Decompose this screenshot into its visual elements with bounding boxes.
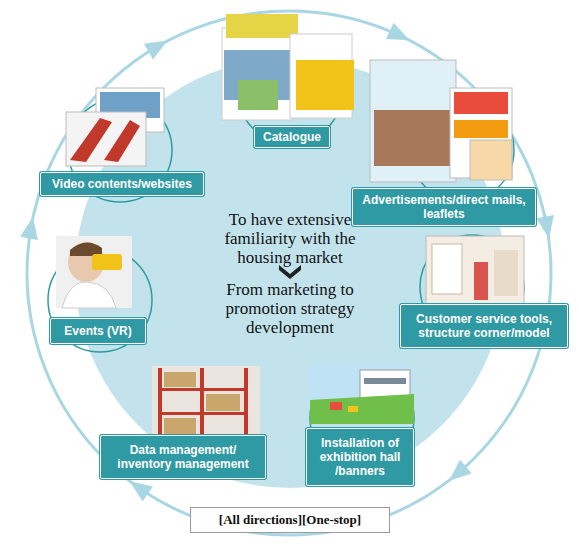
item-label: Advertisements/direct mails, leaflets bbox=[352, 188, 536, 226]
label-text: Advertisements/direct mails, leaflets bbox=[359, 193, 529, 221]
catalogue-photo bbox=[222, 14, 354, 120]
hub-text: To have extensive familiarity with the h… bbox=[215, 210, 365, 267]
label-text: Video contents/websites bbox=[52, 177, 192, 191]
label-text: Events (VR) bbox=[64, 324, 131, 338]
label-text: Installation of exhibition hall /banners bbox=[313, 436, 407, 478]
label-text: Customer service tools, structure corner… bbox=[407, 312, 561, 340]
label-text: Catalogue bbox=[263, 130, 321, 144]
warehouse-photo bbox=[152, 366, 260, 438]
slogan-box: [All directions][One-stop] bbox=[190, 507, 390, 533]
label-text: [All directions][One-stop] bbox=[219, 512, 361, 528]
item-label: Installation of exhibition hall /banners bbox=[306, 428, 414, 486]
showroom-photo bbox=[426, 236, 524, 304]
item-label: Video contents/websites bbox=[40, 172, 204, 196]
exhibition-photo bbox=[310, 364, 414, 424]
item-label: Data management/ inventory management bbox=[100, 435, 266, 479]
advert-photo bbox=[370, 60, 512, 182]
item-label: Catalogue bbox=[254, 126, 330, 148]
label-text: Data management/ inventory management bbox=[107, 443, 259, 471]
hub-text: From marketing to promotion strategy dev… bbox=[215, 280, 365, 337]
vr-photo bbox=[56, 236, 132, 308]
item-label: Events (VR) bbox=[50, 318, 146, 344]
ring-arrowheads bbox=[20, 23, 558, 502]
ring-line bbox=[27, 11, 551, 535]
item-label: Customer service tools, structure corner… bbox=[400, 304, 568, 348]
